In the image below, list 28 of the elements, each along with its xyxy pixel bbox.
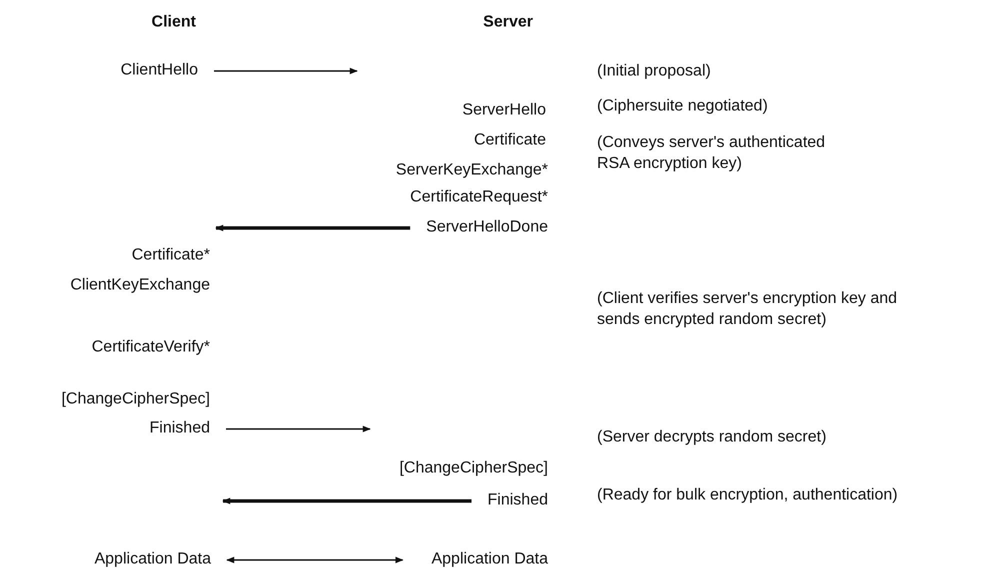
message-label: CertificateVerify* — [92, 338, 210, 358]
message-label: CertificateRequest* — [410, 188, 548, 208]
message-label: Application Data — [94, 550, 211, 570]
message-label: ClientKeyExchange — [70, 276, 210, 296]
message-label: [ChangeCipherSpec] — [399, 458, 548, 479]
note: (Ciphersuite negotiated) — [597, 96, 768, 117]
message-label: ServerHelloDone — [426, 218, 548, 238]
message-label: Finished — [488, 490, 548, 512]
message-label: ServerHello — [462, 100, 546, 121]
message-label: Certificate — [474, 130, 546, 151]
note: (Server decrypts random secret) — [597, 428, 826, 448]
arrow — [214, 68, 358, 74]
column-heading: Client — [152, 12, 196, 33]
arrow — [226, 556, 404, 564]
message-label: Application Data — [431, 550, 548, 570]
note: (Initial proposal) — [597, 62, 711, 82]
message-label: Certificate* — [132, 246, 210, 266]
message-label: ServerKeyExchange* — [396, 160, 548, 181]
column-heading: Server — [483, 12, 533, 33]
arrow — [215, 224, 410, 232]
message-label: [ChangeCipherSpec] — [61, 390, 210, 410]
message-label: Finished — [150, 418, 210, 440]
message-label: ClientHello — [120, 60, 198, 82]
note: (Ready for bulk encryption, authentication) — [597, 486, 898, 506]
arrow — [222, 498, 472, 504]
arrow — [226, 426, 371, 432]
note: (Client verifies server's encryption key and sends encrypted random secret) — [597, 289, 898, 330]
note: (Conveys server's authenticated RSA encryption key) — [597, 133, 826, 174]
